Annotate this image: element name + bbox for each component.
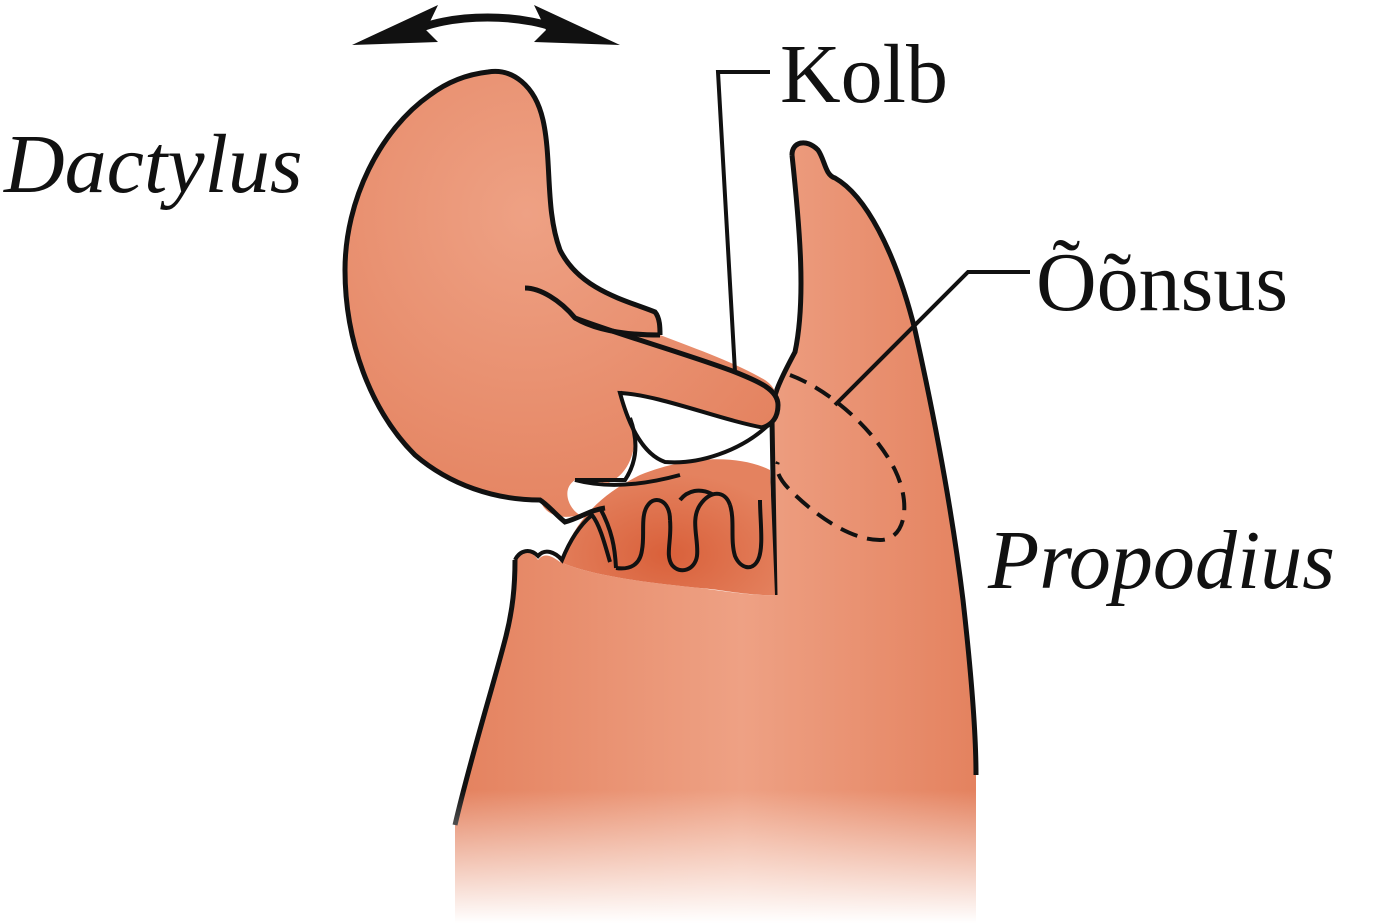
notch-left-lip (513, 512, 612, 564)
gap-lower-edge (575, 417, 638, 482)
kolb-leader-line (715, 70, 770, 373)
propodus-shape (455, 142, 976, 923)
oonsus-cavity (774, 373, 907, 543)
claw-gap (617, 390, 770, 465)
dactylus-outline (342, 68, 663, 525)
label-oonsus: Õõnsus (1036, 236, 1288, 329)
label-dactylus: Dactylus (3, 118, 303, 211)
bottom-fade (420, 790, 1020, 923)
label-propodius: Propodius (987, 514, 1335, 607)
label-kolb: Kolb (780, 28, 948, 121)
oonsus-leader-line (833, 270, 1030, 407)
propodus-right-outline (789, 140, 979, 776)
rotation-arrow-icon (352, 5, 620, 45)
notch-teeth (574, 473, 764, 573)
propodus-left-outline (452, 559, 518, 826)
